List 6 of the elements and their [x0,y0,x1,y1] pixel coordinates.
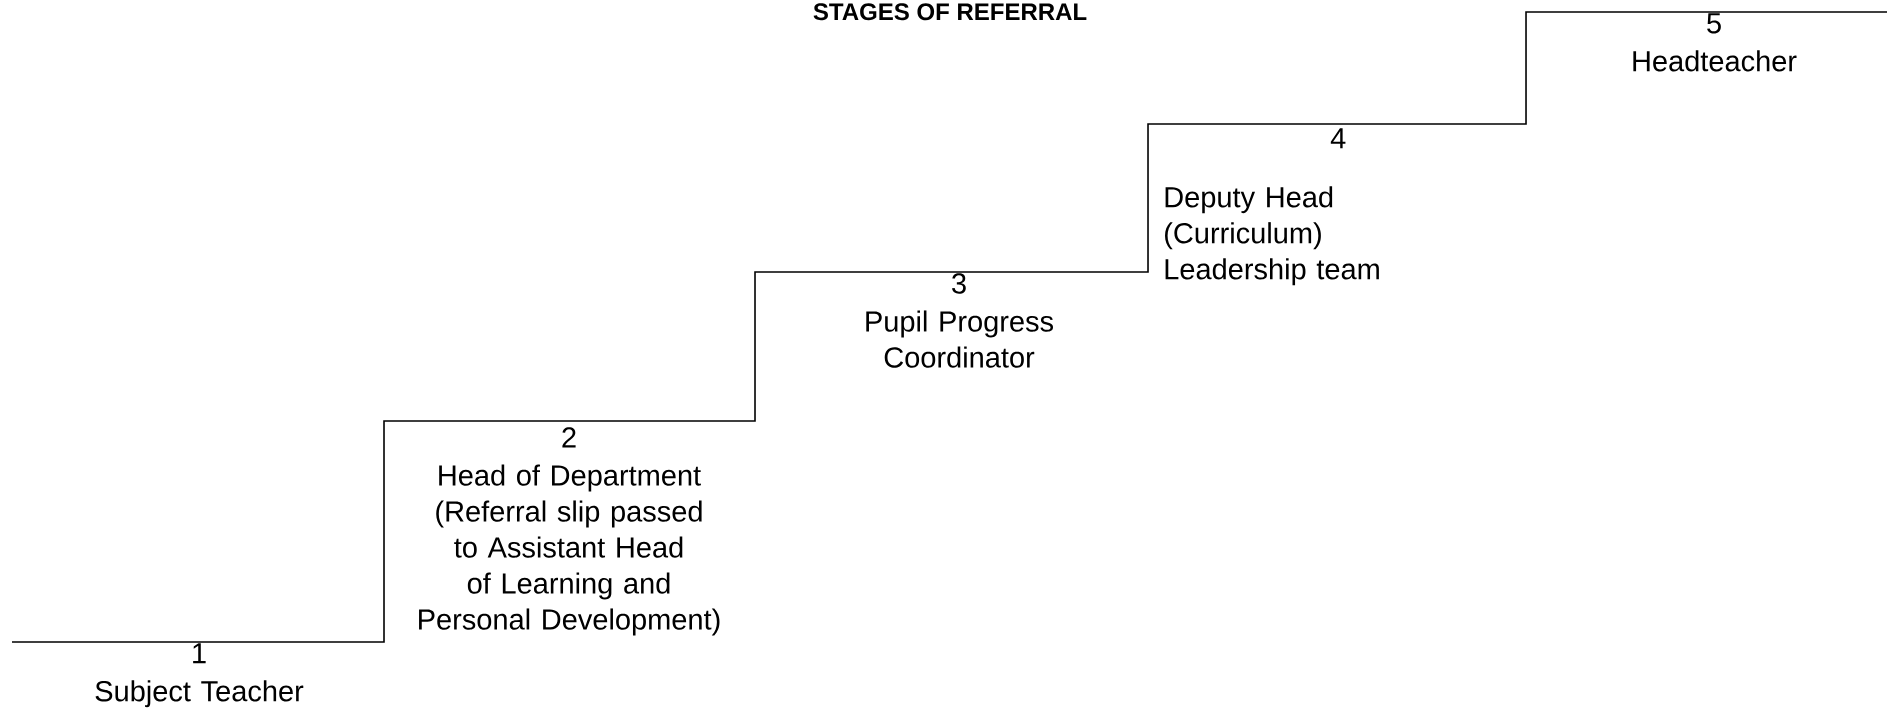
stage-label: 2 Head of Department (Referral slip passed to Assistant Head of Learning and Personal Development) [419,427,720,636]
title: STAGES OF REFERRAL [813,3,1087,21]
stage-label: 1 Subject Teacher [95,643,304,708]
stage-label: 3 Pupil Progress Coordinator [866,273,1053,368]
stage-label: 4 Deputy Head (Curriculum) Leadership team [1165,128,1379,286]
stage-label: 5 Headteacher [1633,13,1797,72]
